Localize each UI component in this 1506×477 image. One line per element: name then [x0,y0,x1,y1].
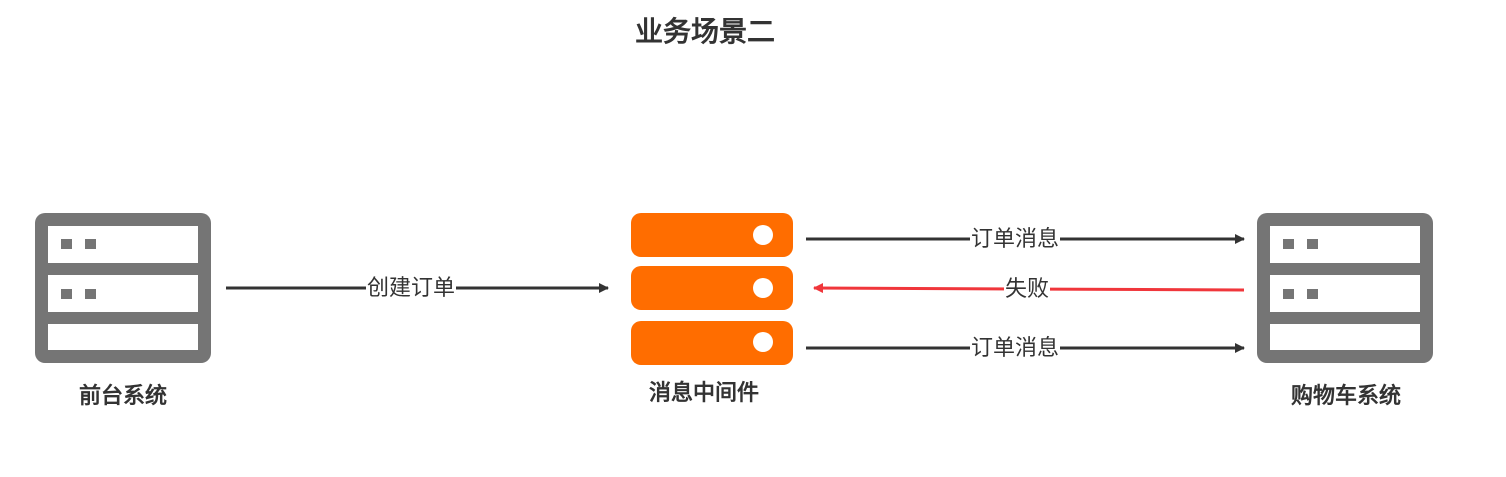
create-order-label: 创建订单 [366,275,457,303]
middleware-message-queue-icon [631,213,793,365]
frontend-server-icon [35,213,211,363]
order-message-label-top: 订单消息 [970,226,1061,254]
cart-server-icon [1257,213,1433,363]
diagram-title: 业务场景二 [634,15,775,48]
order-message-label-bottom: 订单消息 [970,335,1061,363]
cart-system-label: 购物车系统 [1290,384,1401,409]
frontend-system-label: 前台系统 [78,384,167,409]
failure-label: 失败 [1004,276,1051,304]
middleware-label: 消息中间件 [648,381,759,406]
